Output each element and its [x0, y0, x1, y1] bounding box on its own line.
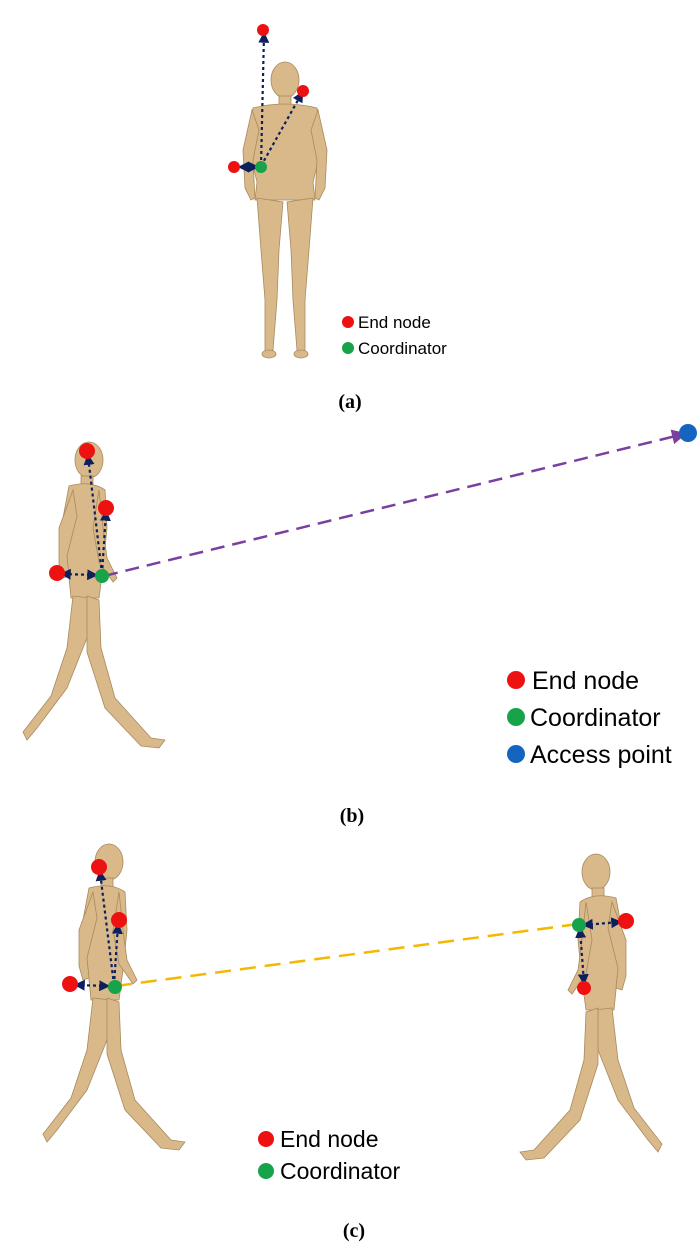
end-node-wrist — [577, 981, 591, 995]
panel-b: End node Coordinator Access point (b) — [23, 424, 697, 827]
human-figure-walking — [23, 442, 165, 748]
legend-marker-access-point — [507, 745, 525, 763]
link-coordinator-access-point — [104, 434, 684, 576]
legend-label: Coordinator — [530, 704, 661, 732]
legend-label: Coordinator — [358, 339, 447, 358]
legend-marker-end-node — [342, 316, 354, 328]
panel-label: (c) — [343, 1220, 365, 1242]
legend-marker-coordinator — [258, 1163, 274, 1179]
legend-label: End node — [532, 667, 639, 695]
end-node-wrist — [62, 976, 78, 992]
end-node-head — [91, 859, 107, 875]
end-node-chest — [297, 85, 309, 97]
legend-label: End node — [358, 313, 431, 332]
end-node-wrist — [49, 565, 65, 581]
end-node-head — [79, 443, 95, 459]
coordinator-node — [572, 918, 586, 932]
legend-label: Coordinator — [280, 1158, 401, 1184]
legend-marker-coordinator — [507, 708, 525, 726]
link-coordinator-coordinator — [116, 924, 578, 986]
end-node-chest — [111, 912, 127, 928]
end-node-wrist — [228, 161, 240, 173]
end-node-chest — [98, 500, 114, 516]
human-figure-walking-left — [43, 844, 185, 1150]
panel-c: End node Coordinator (c) — [43, 844, 662, 1242]
legend-marker-end-node — [258, 1131, 274, 1147]
panel-a: End node Coordinator (a) — [228, 24, 447, 413]
panel-label: (b) — [340, 805, 364, 827]
legend-label: Access point — [530, 741, 672, 769]
legend-b: End node Coordinator Access point — [507, 667, 672, 769]
human-figure-front — [243, 62, 327, 358]
access-point-node — [679, 424, 697, 442]
legend-marker-end-node — [507, 671, 525, 689]
legend-marker-coordinator — [342, 342, 354, 354]
coordinator-node — [95, 569, 109, 583]
human-figure-walking-right — [520, 854, 662, 1160]
coordinator-node — [255, 161, 267, 173]
legend-a: End node Coordinator — [342, 313, 447, 358]
coordinator-node — [108, 980, 122, 994]
legend-label: End node — [280, 1126, 378, 1152]
end-node-chest — [618, 913, 634, 929]
end-node-head — [257, 24, 269, 36]
legend-c: End node Coordinator — [258, 1126, 401, 1184]
panel-label: (a) — [338, 391, 361, 413]
